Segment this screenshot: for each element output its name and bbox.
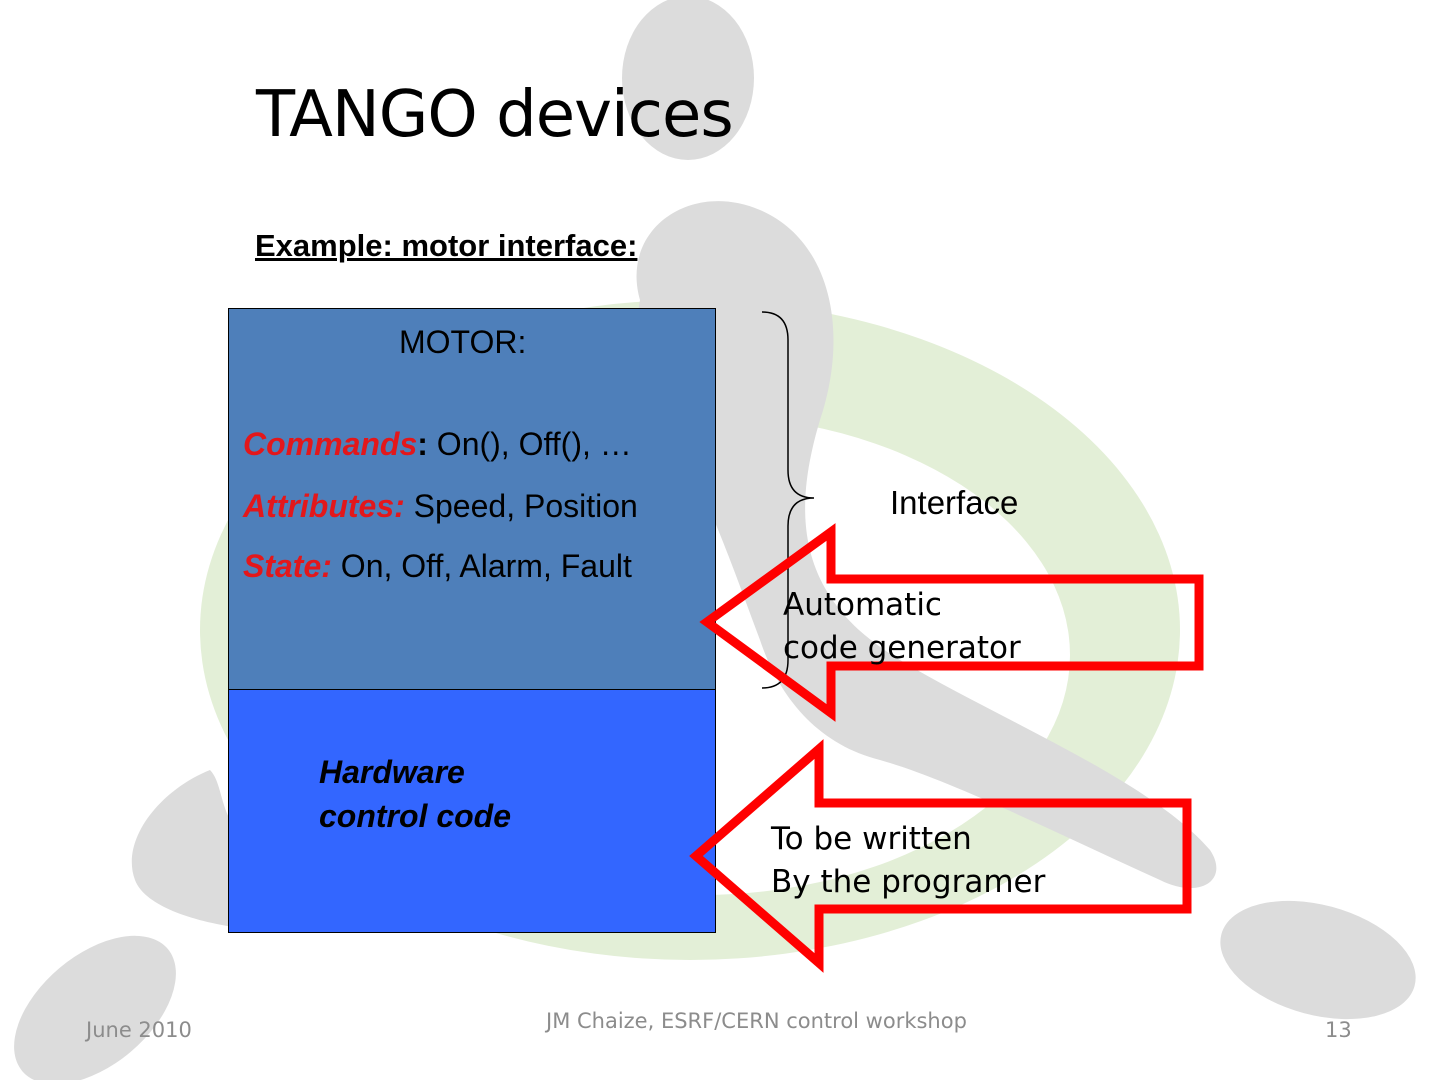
commands-key: Commands [243,426,418,462]
hardware-line2: control code [319,798,512,834]
hardware-code-box [228,689,716,933]
auto-line2: code generator [783,630,1021,666]
footer-author: JM Chaize, ESRF/CERN control workshop [546,1009,967,1033]
hardware-line1: Hardware [319,754,465,790]
page-number: 13 [1325,1018,1352,1042]
commands-row: Commands: On(), Off(), … [243,426,632,463]
state-key: State: [243,548,332,584]
interface-label: Interface [890,484,1019,521]
programmer-arrow [689,739,1192,973]
state-row: State: On, Off, Alarm, Fault [243,548,632,585]
programmer-label: To be written By the programer [771,818,1045,904]
written-line2: By the programer [771,864,1046,900]
attributes-value: Speed, Position [404,488,638,524]
auto-generator-arrow [699,523,1204,722]
auto-line1: Automatic [783,587,942,623]
commands-value: On(), Off(), … [427,426,632,462]
commands-colon: : [417,426,428,462]
attributes-key: Attributes: [243,488,405,524]
motor-heading: MOTOR: [399,324,527,360]
state-value: On, Off, Alarm, Fault [331,548,632,584]
motor-interface-box [228,308,716,690]
footer-date: June 2010 [86,1018,192,1042]
attributes-row: Attributes: Speed, Position [243,488,638,525]
slide-subtitle: Example: motor interface: [255,228,638,263]
auto-generator-label: Automatic code generator [783,584,1021,670]
hardware-label: Hardware control code [319,750,511,838]
slide-title: TANGO devices [256,78,734,152]
written-line1: To be written [771,821,972,857]
interface-brace [761,311,815,689]
